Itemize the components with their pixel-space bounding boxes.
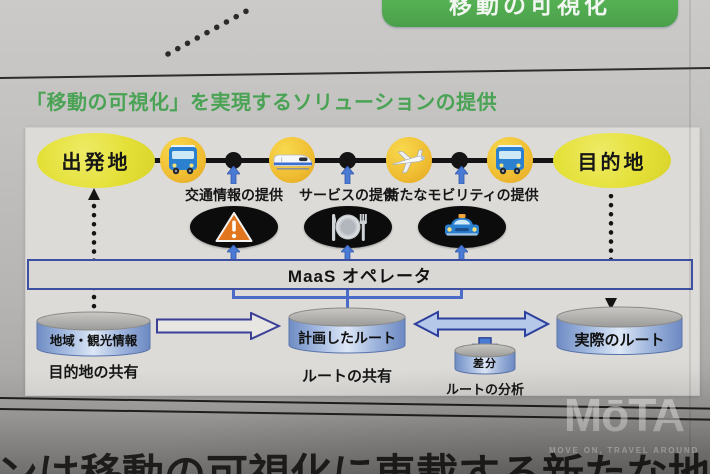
- up-arrow-icon: [227, 245, 240, 260]
- connector: [346, 290, 349, 298]
- up-arrow-icon: [341, 245, 354, 260]
- top-divider-line: [0, 66, 710, 80]
- connector: [232, 290, 235, 298]
- start-node: 出発地: [37, 133, 155, 188]
- mota-tagline: MOVE ON, TRAVEL AROUND: [548, 446, 700, 455]
- restaurant-icon: [304, 206, 392, 248]
- connector: [232, 296, 463, 299]
- service-label: 交通情報の提供: [185, 187, 283, 203]
- dotted-trail-decoration: [165, 5, 255, 57]
- maas-operator-label: MaaS オペレータ: [287, 267, 433, 286]
- db-actual: 実際のルート: [556, 306, 683, 356]
- caption-share-destination: 目的地の共有: [48, 364, 139, 381]
- route-node: [225, 152, 242, 169]
- connector: [460, 290, 463, 298]
- taxi-icon: [418, 206, 506, 248]
- db-planned-label: 計画したルート: [298, 330, 396, 346]
- up-arrow-icon: [455, 166, 468, 184]
- db-region: 地域・観光情報: [36, 311, 151, 357]
- maas-operator-box: MaaS オペレータ: [27, 259, 693, 290]
- goal-label: 目的地: [577, 152, 647, 174]
- route-node: [339, 152, 356, 169]
- warning-icon: [190, 206, 278, 248]
- double-arrow-icon: [413, 310, 550, 338]
- db-planned: 計画したルート: [288, 307, 406, 354]
- section-banner: 移動の可視化: [382, 0, 678, 27]
- up-arrow-icon: [455, 245, 468, 260]
- goal-node: 目的地: [553, 133, 671, 188]
- right-arrow-icon: [156, 312, 281, 340]
- up-arrow-icon: [341, 166, 354, 184]
- db-actual-label: 実際のルート: [574, 332, 665, 349]
- dotted-down-arrow: [605, 194, 617, 310]
- start-label: 出発地: [61, 152, 131, 174]
- db-diff: 差分: [454, 343, 516, 376]
- up-arrow-icon: [227, 166, 240, 184]
- bus-icon: [487, 137, 533, 183]
- mota-logo: MōTA: [563, 389, 685, 441]
- caption-analyze-route: ルートの分析: [445, 382, 524, 397]
- bus-icon: [160, 137, 206, 183]
- dotted-up-arrow: [88, 188, 100, 318]
- diagram-panel: 出発地 目的地: [25, 127, 700, 397]
- airplane-icon: [386, 137, 432, 183]
- slide-title: 「移動の可視化」を実現するソリューションの提供: [26, 92, 498, 114]
- caption-share-route: ルートの共有: [301, 368, 392, 385]
- route-node: [451, 152, 468, 169]
- connector: [346, 298, 349, 310]
- service-label: 新たなモビリティの提供: [385, 187, 539, 203]
- db-diff-label: 差分: [473, 358, 497, 370]
- service-label: サービスの提供: [299, 187, 397, 203]
- shinkansen-icon: [269, 137, 315, 183]
- banner-label: 移動の可視化: [449, 0, 611, 18]
- bottom-cutoff-text: ンは移動の可視化に車載する新たな地図デ: [0, 441, 710, 474]
- db-region-label: 地域・観光情報: [49, 334, 138, 348]
